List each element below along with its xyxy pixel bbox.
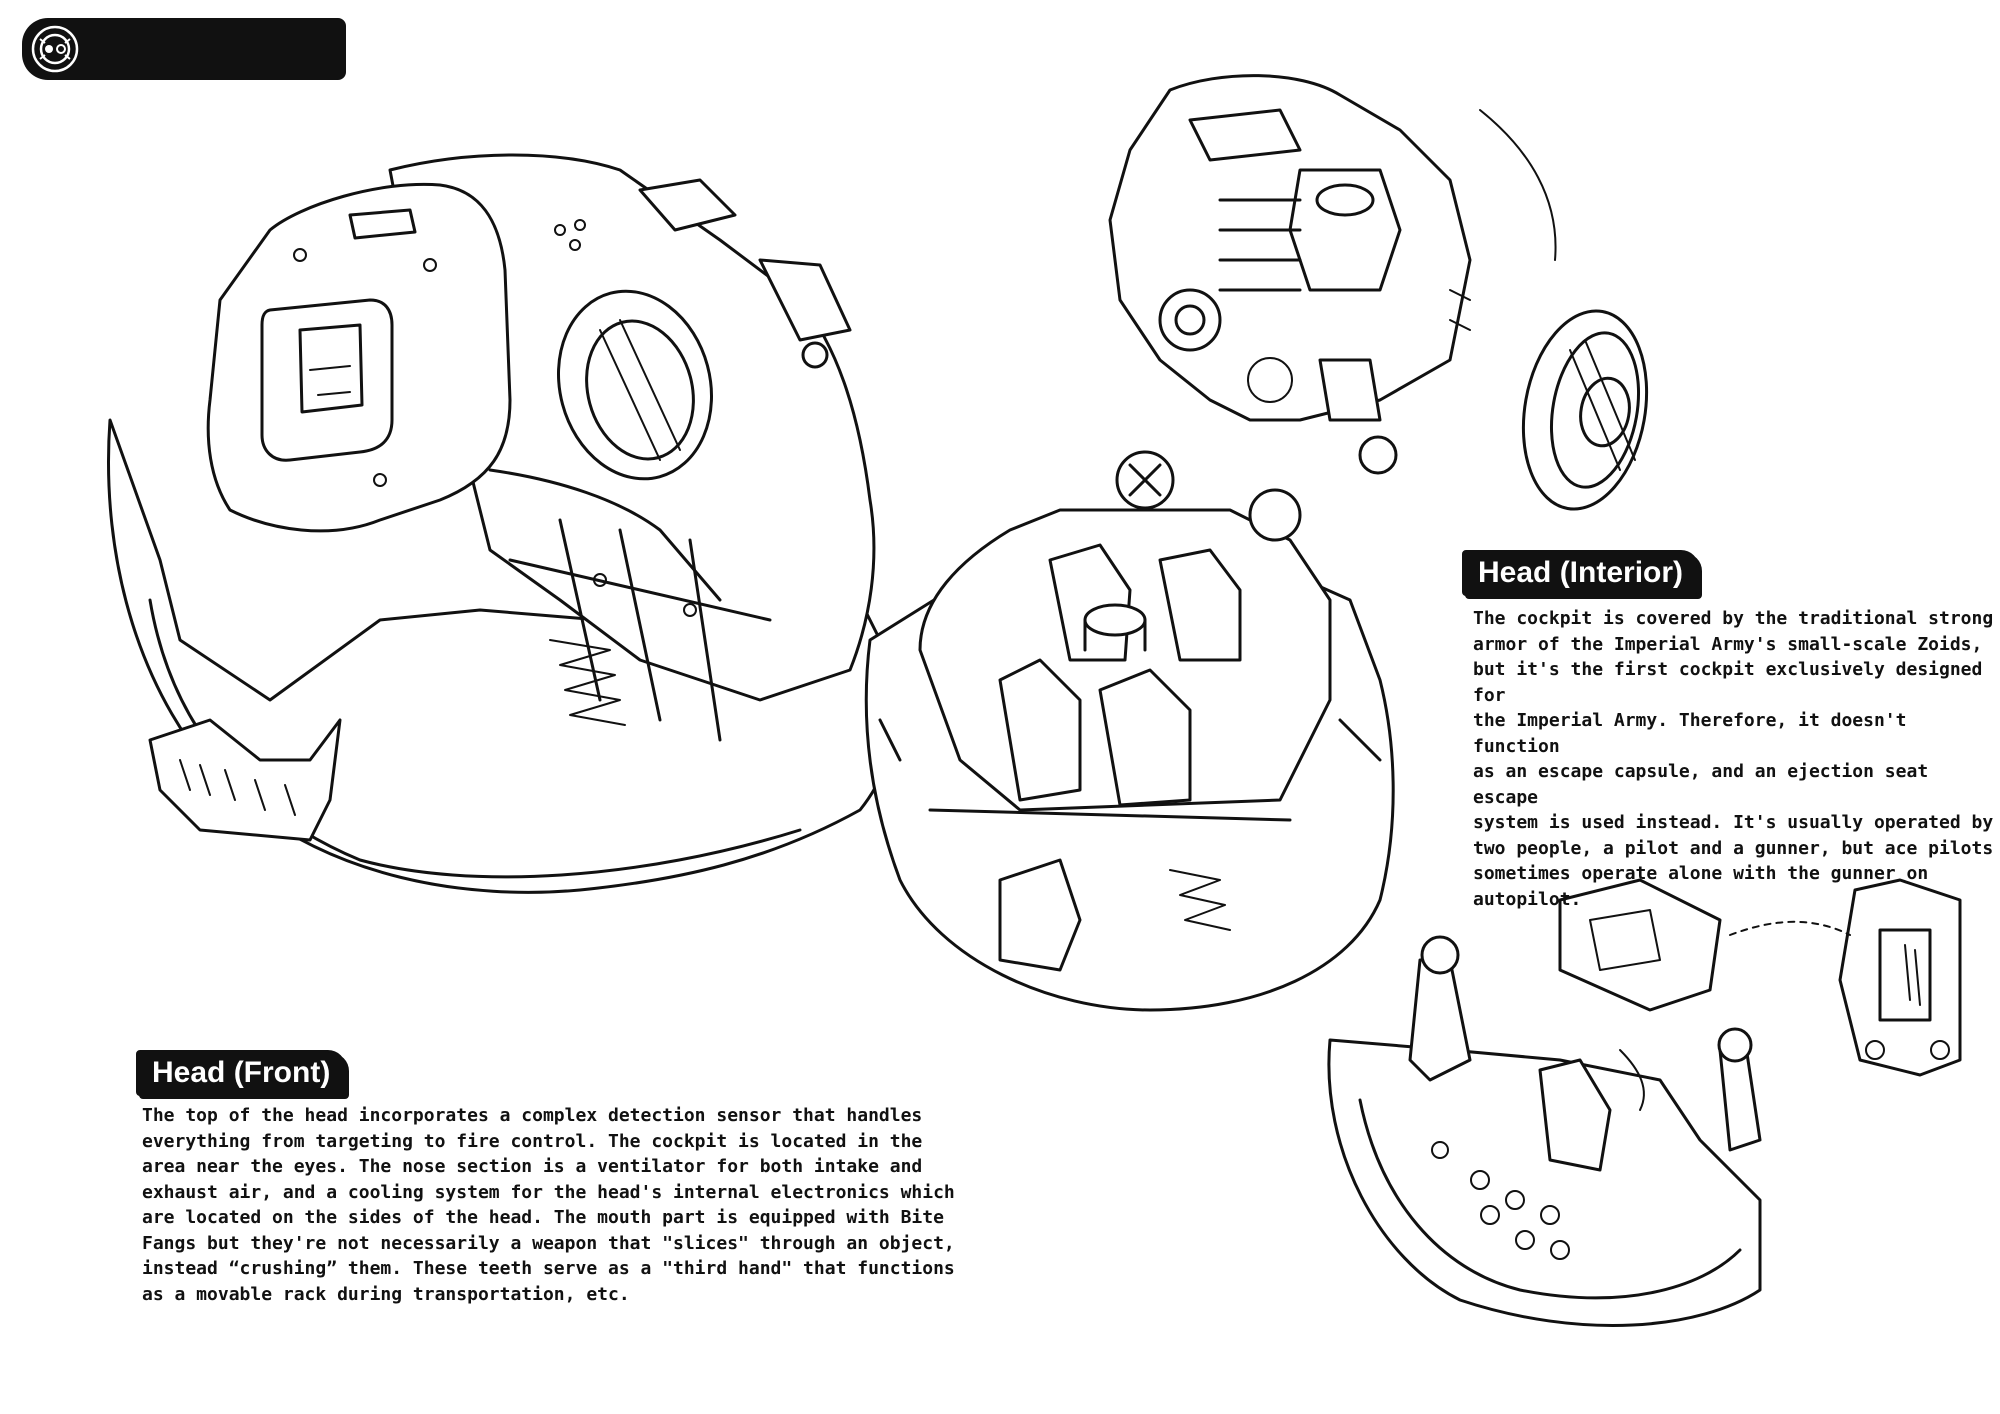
mech-head-front-illustration — [107, 153, 897, 894]
page-title-line1: Fuselage — [105, 78, 218, 106]
section-title-interior: Head (Interior) — [1462, 550, 1700, 596]
section-title-front: Head (Front) — [136, 1050, 347, 1096]
zoids-emblem-icon — [31, 25, 79, 73]
page-title-line2: Explation - 1 — [141, 159, 304, 187]
seat-assembly-illustration — [1327, 878, 1762, 1327]
section-body-front: The top of the head incorporates a compl… — [142, 1105, 955, 1305]
seat-detail-illustration — [1729, 878, 1962, 1077]
internal-mechanism-illustration — [1108, 74, 1557, 475]
page-title: Fuselage Explation - 1 — [105, 25, 304, 214]
section-body-interior: The cockpit is covered by the traditiona… — [1473, 608, 1994, 910]
wheel-part-illustration — [1521, 309, 1649, 511]
cockpit-cutaway-illustration — [864, 450, 1395, 1012]
